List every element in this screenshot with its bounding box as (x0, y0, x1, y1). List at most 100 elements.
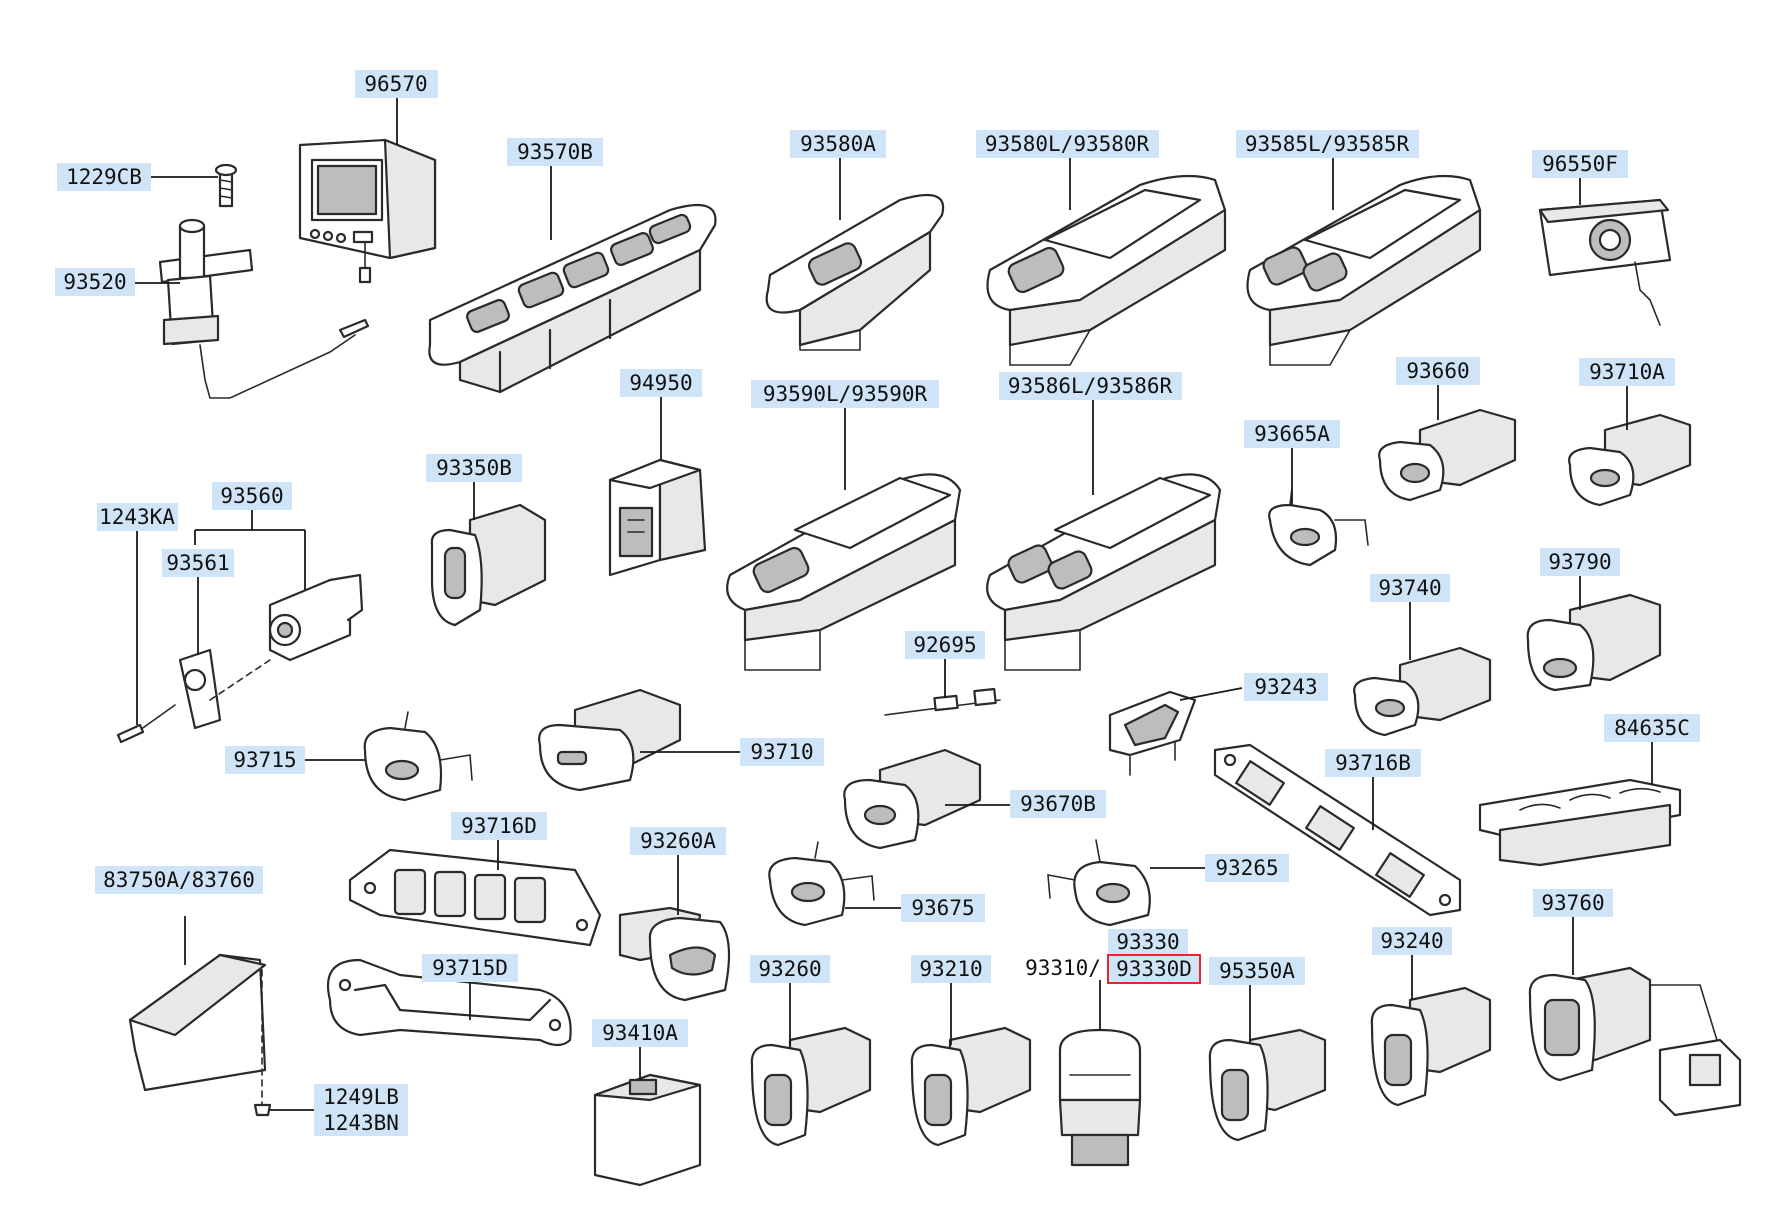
svg-text:93210: 93210 (919, 957, 982, 981)
label-93560[interactable]: 93560 (212, 482, 292, 510)
svg-text:93715D: 93715D (432, 956, 508, 980)
label-93520[interactable]: 93520 (55, 268, 135, 296)
highlight-box (1107, 954, 1201, 984)
label-93715[interactable]: 93715 (225, 746, 305, 774)
drawing-83750A (128, 953, 272, 1117)
svg-text:93760: 93760 (1541, 891, 1604, 915)
label-93660[interactable]: 93660 (1396, 357, 1480, 385)
svg-text:96570: 96570 (364, 72, 427, 96)
drawing-93710A (1568, 413, 1692, 507)
label-93675[interactable]: 93675 (901, 894, 985, 922)
label-93710[interactable]: 93710 (740, 738, 824, 766)
drawing-93243 (1108, 690, 1197, 776)
label-93330D[interactable]: 93330D (1107, 954, 1201, 984)
label-93665A[interactable]: 93665A (1244, 420, 1340, 448)
svg-text:93260: 93260 (758, 957, 821, 981)
drawing-93210 (910, 1026, 1032, 1147)
label-94950[interactable]: 94950 (620, 369, 702, 397)
drawing-93740 (1353, 646, 1492, 737)
svg-text:94950: 94950 (629, 371, 692, 395)
drawing-93585LR (1246, 174, 1482, 366)
label-93740[interactable]: 93740 (1370, 574, 1450, 602)
drawing-84635C (1478, 778, 1682, 867)
label-93710A[interactable]: 93710A (1579, 358, 1675, 386)
drawing-93586LR (986, 473, 1222, 671)
drawing-93660 (1378, 408, 1517, 502)
drawing-93265 (1047, 839, 1151, 927)
svg-text:93710: 93710 (750, 740, 813, 764)
svg-text:93310/: 93310/ (1025, 956, 1101, 980)
label-96570[interactable]: 96570 (355, 70, 438, 98)
label-93570B[interactable]: 93570B (507, 138, 603, 166)
drawing-93715D (326, 958, 572, 1047)
drawing-93570B (428, 203, 717, 394)
label-93790[interactable]: 93790 (1540, 548, 1620, 576)
svg-text:95350A: 95350A (1219, 959, 1295, 983)
label-93590LR[interactable]: 93590L/93590R (751, 380, 939, 408)
drawing-93260 (750, 1026, 872, 1147)
label-1229CB[interactable]: 1229CB (57, 163, 151, 191)
label-95350A[interactable]: 95350A (1209, 957, 1305, 985)
drawing-96570 (298, 138, 437, 284)
label-93210[interactable]: 93210 (911, 955, 991, 983)
drawing-93410A (593, 1073, 702, 1187)
label-93586LR[interactable]: 93586L/93586R (999, 372, 1182, 400)
label-93260[interactable]: 93260 (750, 955, 830, 983)
label-93265[interactable]: 93265 (1205, 854, 1289, 882)
label-93580A[interactable]: 93580A (790, 130, 886, 158)
svg-text:93265: 93265 (1215, 856, 1278, 880)
svg-text:93716B: 93716B (1335, 751, 1411, 775)
svg-text:1229CB: 1229CB (66, 165, 142, 189)
label-93561[interactable]: 93561 (162, 549, 234, 577)
part-labels: 96570 1229CB 93520 93570B 93580A 93580L/… (55, 70, 1700, 1136)
drawing-93716B (1213, 743, 1462, 917)
label-93310[interactable]: 93310/ (1025, 956, 1101, 980)
drawing-93240 (1370, 986, 1492, 1107)
drawing-93350B (430, 503, 547, 627)
label-93350B[interactable]: 93350B (426, 454, 522, 482)
drawing-93260A (618, 906, 731, 1002)
label-93243[interactable]: 93243 (1244, 673, 1328, 701)
drawing-93520 (158, 163, 370, 399)
drawing-93790 (1526, 593, 1662, 692)
label-93716B[interactable]: 93716B (1325, 749, 1421, 777)
label-93760[interactable]: 93760 (1533, 889, 1613, 917)
drawing-93670B (843, 748, 982, 850)
drawing-93760 (1528, 966, 1742, 1117)
svg-text:93520: 93520 (63, 270, 126, 294)
label-84635C[interactable]: 84635C (1604, 714, 1700, 742)
drawing-93590LR (726, 473, 962, 671)
label-96550F[interactable]: 96550F (1532, 150, 1628, 178)
drawing-93710 (538, 688, 682, 792)
label-93330[interactable]: 93330 (1108, 929, 1188, 955)
label-1249LB[interactable]: 1249LB (314, 1084, 408, 1110)
drawing-93580LR (986, 174, 1227, 366)
label-1243KA[interactable]: 1243KA (97, 503, 178, 531)
label-93580LR[interactable]: 93580L/93580R (976, 130, 1159, 158)
label-93585LR[interactable]: 93585L/93585R (1236, 130, 1419, 158)
label-92695[interactable]: 92695 (905, 631, 985, 659)
label-93670B[interactable]: 93670B (1010, 790, 1106, 818)
label-83750A[interactable]: 83750A/83760 (95, 866, 263, 894)
label-93240[interactable]: 93240 (1372, 927, 1452, 955)
drawing-95350A (1208, 1028, 1327, 1142)
label-93410A[interactable]: 93410A (592, 1019, 688, 1047)
label-93716D[interactable]: 93716D (451, 812, 547, 840)
label-93715D[interactable]: 93715D (422, 954, 518, 982)
svg-text:93715: 93715 (233, 748, 296, 772)
svg-text:93790: 93790 (1548, 550, 1611, 574)
svg-text:93243: 93243 (1254, 675, 1317, 699)
svg-text:83750A/83760: 83750A/83760 (103, 868, 255, 892)
svg-text:93740: 93740 (1378, 576, 1441, 600)
svg-text:96550F: 96550F (1542, 152, 1618, 176)
svg-text:93585L/93585R: 93585L/93585R (1245, 132, 1410, 156)
svg-text:93580L/93580R: 93580L/93580R (985, 132, 1150, 156)
svg-text:93665A: 93665A (1254, 422, 1330, 446)
svg-text:93590L/93590R: 93590L/93590R (763, 382, 928, 406)
drawing-93716D (348, 848, 602, 947)
part-drawings (116, 138, 1742, 1187)
svg-text:93260A: 93260A (640, 829, 716, 853)
label-93260A[interactable]: 93260A (630, 827, 726, 855)
label-1243BN[interactable]: 1243BN (314, 1110, 408, 1136)
